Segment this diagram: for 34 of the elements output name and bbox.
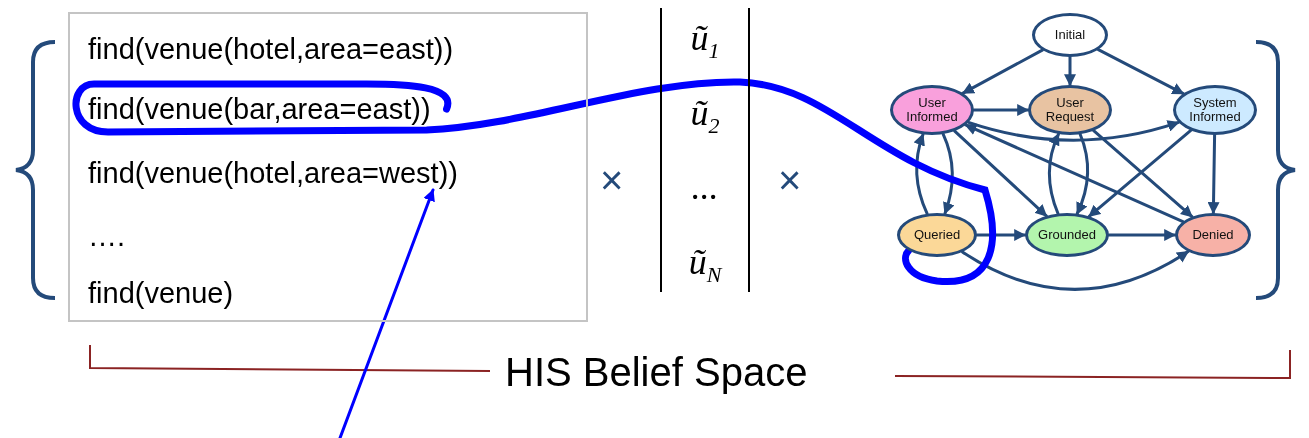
vector-matrix <box>660 8 750 292</box>
state-label: Queried <box>913 228 961 242</box>
state-label: Initial <box>1054 28 1086 42</box>
query-text: find(venue(hotel,area=east)) <box>88 32 454 66</box>
vector-entry: ũ$_{N}$ <box>687 242 724 290</box>
arrow <box>1107 229 1177 241</box>
state-label: System Informed <box>1188 96 1242 124</box>
state-ellipse <box>1032 13 1108 57</box>
arrow <box>1096 48 1185 96</box>
arrow <box>1207 133 1220 215</box>
arrow <box>975 229 1027 241</box>
arrow <box>1064 55 1076 87</box>
list-box <box>68 12 588 322</box>
arrow <box>338 188 435 438</box>
vector-entry: ũ$_{2}$ <box>689 92 721 140</box>
query-text: find(venue) <box>88 276 234 310</box>
state-label: User Request <box>1044 96 1096 124</box>
query-text: find(venue(hotel,area=west)) <box>88 156 458 190</box>
state-label: User Informed <box>905 96 959 124</box>
arrow <box>967 119 1180 142</box>
arrow <box>961 48 1044 95</box>
state-label: Denied <box>1192 228 1234 242</box>
vector-entry: ũ$_{1}$ <box>689 18 721 66</box>
query-text: find(venue(bar,area=east)) <box>88 92 431 126</box>
query-text: …. <box>88 219 126 253</box>
state-ellipse <box>1173 85 1257 135</box>
state-ellipse <box>1175 213 1251 257</box>
multiply-sign: × <box>778 158 802 202</box>
multiply-sign: × <box>600 158 624 202</box>
space-label: HIS Belief Space <box>505 350 808 394</box>
state-label: Grounded <box>1038 228 1096 242</box>
arrow <box>972 104 1030 116</box>
vector-entry: ... <box>690 167 720 208</box>
state-ellipse <box>890 85 974 135</box>
